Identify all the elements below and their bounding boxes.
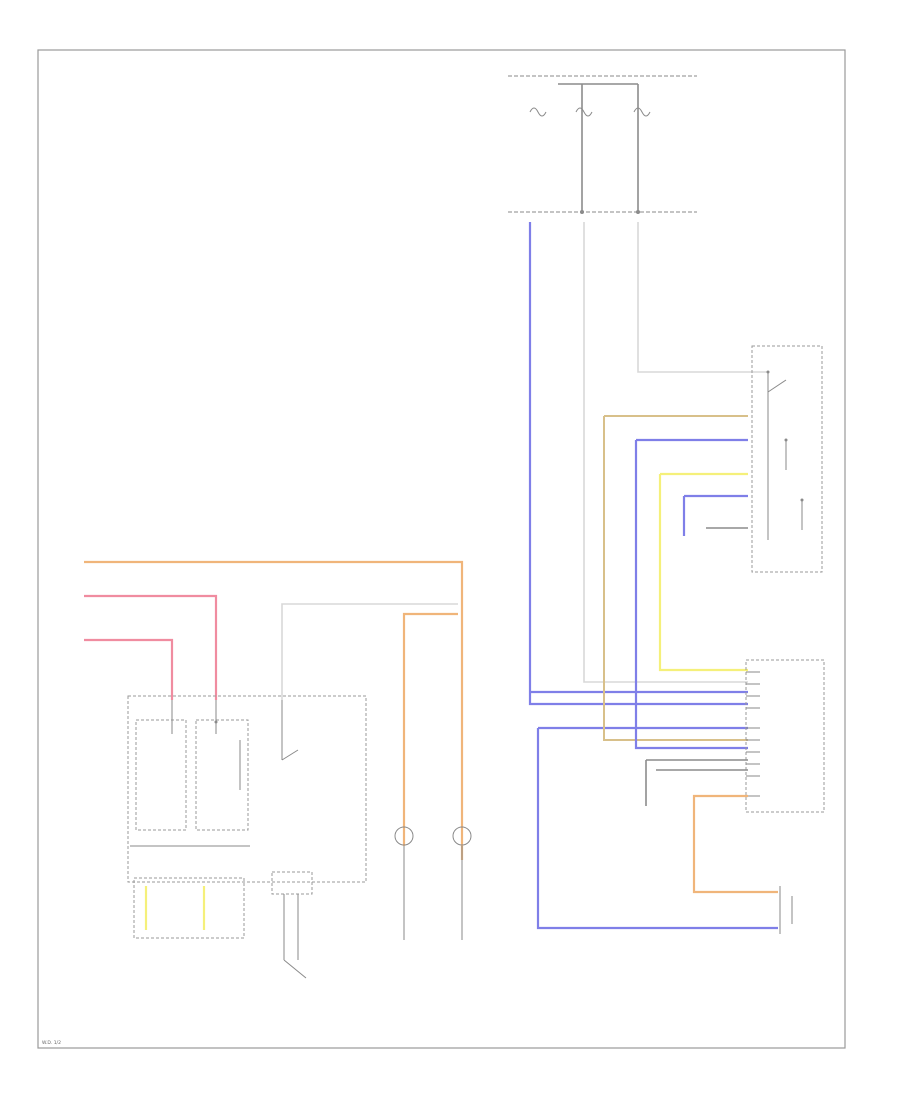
- ground-connector: [271, 871, 313, 979]
- diagram-frame: [37, 49, 846, 1049]
- wire-orange-2: [402, 612, 458, 846]
- lamp-left: [394, 826, 414, 940]
- wire-blue-3: [536, 728, 778, 930]
- wire-light-1: [583, 222, 748, 683]
- wire-pink-1: [84, 594, 218, 700]
- switch-contacts: [766, 370, 804, 540]
- wire-tan-2: [603, 416, 748, 741]
- bottom-left-connectors: [133, 877, 245, 939]
- switch-box: [751, 345, 823, 573]
- wire-orange-sensor: [692, 794, 778, 894]
- wire-orange-left: [84, 560, 464, 860]
- controller-pins: [746, 671, 760, 797]
- sensor-symbol: [779, 886, 793, 934]
- figure-code: W.D. 1/2: [42, 1040, 61, 1046]
- main-module-box: [127, 695, 367, 883]
- wire-light-2: [637, 222, 768, 373]
- top-fuse-connector: [508, 75, 697, 214]
- wire-blue-main: [528, 222, 748, 706]
- fuse-group: [529, 107, 651, 117]
- module-internals: [130, 700, 299, 847]
- wire-blue-switch-down: [634, 440, 748, 750]
- controller-box: [745, 659, 825, 813]
- wire-yellow-2: [658, 474, 748, 672]
- lamp-right: [452, 826, 472, 940]
- wire-pink-2: [84, 638, 174, 700]
- wire-light-left: [281, 603, 458, 700]
